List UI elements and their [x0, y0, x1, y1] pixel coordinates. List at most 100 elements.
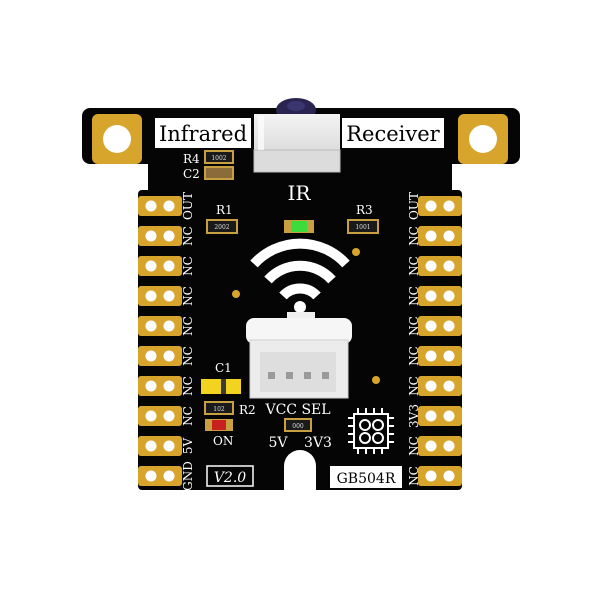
title-right-label: Receiver [342, 118, 444, 148]
r4-code: 1002 [211, 155, 226, 162]
status-led-green [284, 220, 314, 233]
vcc-sel-code: 000 [292, 423, 304, 430]
mounting-hole-right [458, 114, 508, 164]
r3-code: 1001 [355, 224, 370, 231]
pin-hole [443, 350, 455, 362]
title-left-text: Infrared [159, 122, 247, 146]
pin-hole [163, 290, 175, 302]
c1-capacitor [201, 379, 241, 394]
pin-hole [163, 260, 175, 272]
pin-hole [145, 440, 157, 452]
pin-left-7: NC [138, 376, 195, 396]
pin-right-3: NC [407, 256, 462, 276]
pin-label: NC [407, 226, 421, 246]
ir-receiver-sensor [253, 98, 341, 173]
pin-hole [145, 290, 157, 302]
pin-hole [443, 200, 455, 212]
pin-hole [163, 380, 175, 392]
c2-capacitor [204, 166, 234, 180]
bottom-slot [284, 450, 316, 490]
pin-hole [163, 200, 175, 212]
r1-label: R1 [216, 203, 233, 217]
pin-label: NC [407, 466, 421, 486]
pin-hole [145, 260, 157, 272]
pin-left-4: NC [138, 286, 195, 306]
model-label: GB504R [330, 466, 402, 488]
pin-hole [425, 470, 437, 482]
pin-hole [145, 350, 157, 362]
pin-label: NC [181, 406, 195, 426]
c2-label: C2 [183, 167, 200, 181]
pin-hole [443, 290, 455, 302]
r2-code: 102 [213, 406, 225, 413]
pin-hole [443, 260, 455, 272]
pin-hole [425, 380, 437, 392]
pin-hole [163, 230, 175, 242]
connector-4pin [246, 312, 352, 399]
pin-hole [443, 320, 455, 332]
pin-label: NC [181, 256, 195, 276]
title-right-text: Receiver [346, 122, 440, 146]
pin-hole [425, 260, 437, 272]
pin-label: NC [407, 376, 421, 396]
ir-label: IR [288, 181, 312, 205]
pin-hole [425, 320, 437, 332]
pin-hole [145, 470, 157, 482]
pin-left-3: NC [138, 256, 195, 276]
r4-resistor [204, 150, 234, 164]
pin-label: GND [181, 461, 195, 491]
pin-right-2: NC [407, 226, 462, 246]
vcc-sel-jumper [284, 418, 312, 432]
pin-hole [443, 470, 455, 482]
pin-label: OUT [407, 192, 421, 220]
chip-logo-icon [348, 408, 394, 454]
r1-resistor [206, 219, 238, 234]
pin-label: NC [407, 316, 421, 336]
vcc-3v3-label: 3V3 [304, 435, 332, 451]
pin-hole [145, 230, 157, 242]
pin-hole [443, 410, 455, 422]
on-label: ON [213, 434, 233, 448]
pin-left-5: NC [138, 316, 195, 336]
vcc-sel-label: VCC SEL [264, 402, 330, 418]
pin-hole [145, 320, 157, 332]
via-right-top [352, 248, 360, 256]
pin-right-6: NC [407, 346, 462, 366]
pin-left-1: OUT [138, 192, 195, 220]
pin-hole [425, 440, 437, 452]
c1-label: C1 [215, 361, 232, 375]
pin-label: OUT [181, 192, 195, 220]
pin-left-9: 5V [138, 436, 195, 456]
r4-label: R4 [183, 152, 200, 166]
pin-label: NC [407, 436, 421, 456]
pin-left-6: NC [138, 346, 195, 366]
vcc-5v-label: 5V [268, 435, 288, 451]
via-right-bottom [372, 376, 380, 384]
r1-code: 2002 [214, 224, 229, 231]
pin-hole [163, 410, 175, 422]
pin-headers: OUT NC NC NC NC NC NC NC 5V GND OUT NC NC NC NC NC NC 3V3… [138, 192, 462, 491]
pin-hole [163, 320, 175, 332]
title-left-label: Infrared [155, 118, 251, 148]
pin-label: NC [181, 316, 195, 336]
version-text: V2.0 [214, 470, 246, 486]
pin-label: NC [181, 346, 195, 366]
pin-label: NC [181, 286, 195, 306]
pin-hole [163, 470, 175, 482]
via-left [232, 290, 240, 298]
mounting-hole-left [92, 114, 142, 164]
pin-hole [145, 380, 157, 392]
pin-hole [145, 200, 157, 212]
pin-hole [425, 230, 437, 242]
pin-left-2: NC [138, 226, 195, 246]
pin-hole [425, 410, 437, 422]
pin-right-7: NC [407, 376, 462, 396]
pin-left-10: GND [138, 461, 195, 491]
pin-hole [443, 380, 455, 392]
r3-resistor [347, 219, 379, 234]
r2-label: R2 [239, 403, 256, 417]
pin-hole [443, 440, 455, 452]
pin-right-5: NC [407, 316, 462, 336]
r3-label: R3 [356, 203, 373, 217]
